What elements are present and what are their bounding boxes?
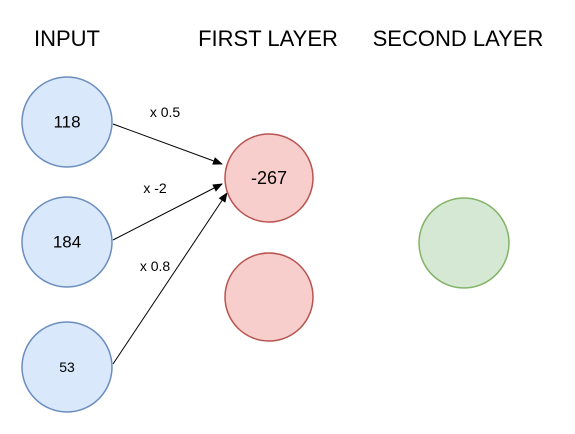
edge-input-1-to-first-1 xyxy=(112,123,223,165)
first-layer-node-2 xyxy=(224,252,314,342)
edge-input-2-to-first-1 xyxy=(112,183,223,241)
weight-label-1: x 0.5 xyxy=(150,104,181,120)
second-layer-node-1 xyxy=(418,197,510,289)
input-node-1: 118 xyxy=(21,76,113,168)
first-layer-node-1: -267 xyxy=(224,133,314,223)
input-node-2-value: 184 xyxy=(53,233,81,252)
header-second-layer: SECOND LAYER xyxy=(373,26,544,51)
input-node-2: 184 xyxy=(21,196,113,288)
edge-input-3-to-first-1 xyxy=(112,192,228,365)
weight-label-2: x -2 xyxy=(143,180,167,196)
header-input: INPUT xyxy=(34,26,100,51)
input-node-3: 53 xyxy=(21,321,113,413)
weight-label-3: x 0.8 xyxy=(140,258,171,274)
input-node-1-value: 118 xyxy=(53,113,80,132)
input-node-3-value: 53 xyxy=(59,359,75,375)
first-layer-node-1-value: -267 xyxy=(251,168,287,188)
header-first-layer: FIRST LAYER xyxy=(198,26,338,51)
